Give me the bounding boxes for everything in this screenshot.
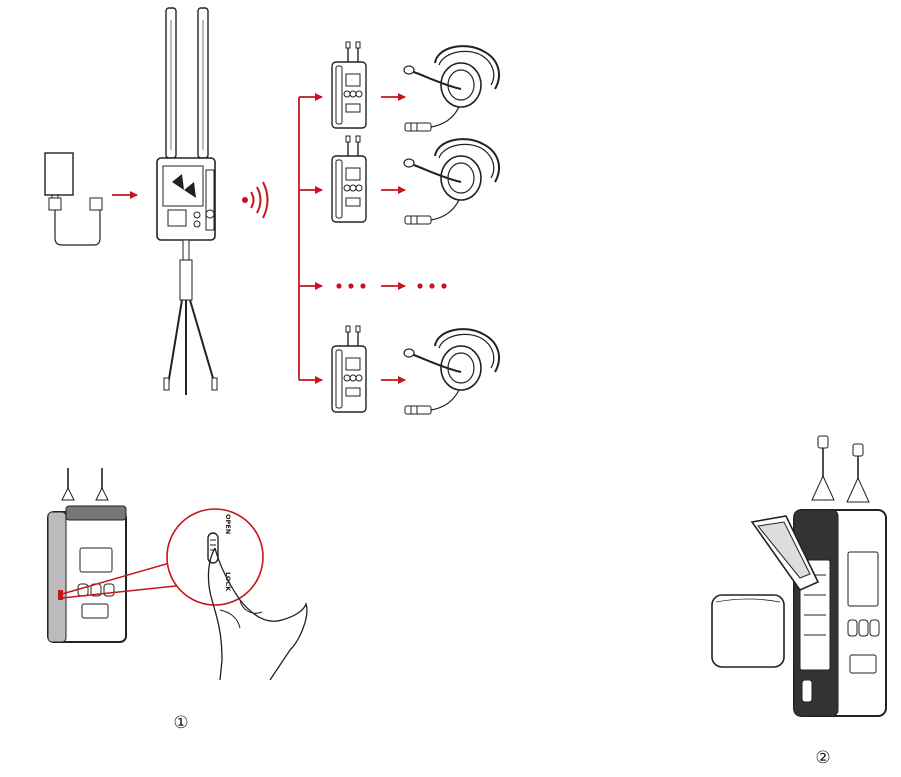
step2-beltpack-illustration: [750, 435, 887, 717]
beltpack-icon: [331, 135, 367, 223]
wireless-signal-icon: [242, 181, 269, 219]
more-receivers-ellipsis: [336, 282, 447, 290]
headset-icon: [403, 138, 500, 225]
step1-beltpack-illustration: [47, 468, 127, 643]
battery-icon: [711, 594, 785, 668]
distribution-bracket: [298, 93, 323, 384]
open-label: OPEN: [224, 514, 232, 534]
zoom-leader-line: [61, 584, 186, 599]
lock-label: LOCK: [224, 572, 232, 592]
step-1-marker: ①: [173, 713, 189, 733]
beltpack-icon: [331, 325, 367, 413]
base-station-icon: [156, 7, 216, 241]
lock-switch-zoom: OPEN LOCK: [166, 508, 264, 606]
tripod-icon: [163, 239, 218, 395]
headset-icon: [403, 45, 500, 132]
power-adapter-icon: [44, 152, 103, 246]
headset-icon: [403, 328, 500, 415]
hand-icon: [207, 547, 308, 681]
step-2-marker: ②: [815, 748, 831, 768]
beltpack-icon: [331, 41, 367, 129]
zoom-leader-line: [61, 559, 181, 595]
